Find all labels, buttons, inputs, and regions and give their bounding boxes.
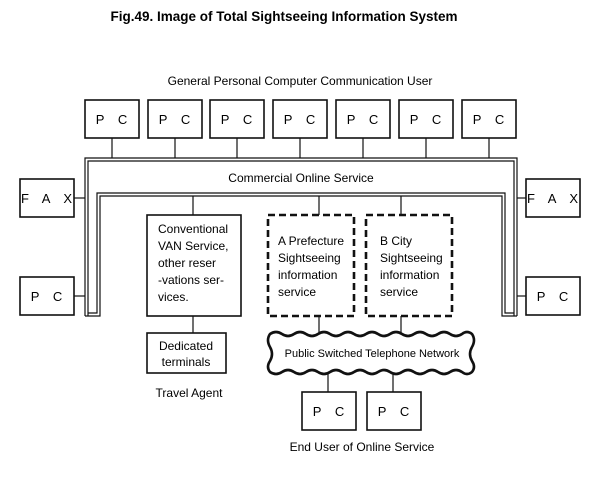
van-service-line: VAN Service,: [158, 239, 228, 253]
fax-box-right: [525, 178, 581, 218]
pc-box-top-6: [398, 99, 454, 139]
city-service-box: [364, 213, 454, 318]
van-service-line: -vations ser-: [158, 273, 224, 287]
end-user-label: End User of Online Service: [290, 440, 435, 454]
van-service-line: other reser: [158, 256, 216, 270]
city-line: B City: [380, 234, 412, 248]
prefecture-line: A Prefecture: [278, 234, 344, 248]
city-line: Sightseeing: [380, 251, 443, 265]
pc-box-bottom-2: [366, 391, 422, 431]
dedicated-terminals-box: [146, 332, 227, 374]
fax-label: F A X: [21, 191, 77, 206]
fax-label: F A X: [527, 191, 583, 206]
pc-label: P C: [378, 404, 414, 419]
pc-label: P C: [347, 112, 383, 127]
van-service-box: [146, 214, 242, 317]
pc-label: P C: [313, 404, 349, 419]
commercial-service-channel: [84, 157, 518, 317]
pc-label: P C: [537, 289, 573, 304]
prefecture-line: service: [278, 285, 316, 299]
prefecture-line: Sightseeing: [278, 251, 341, 265]
van-service-line: vices.: [158, 290, 189, 304]
van-service-line: Conventional: [158, 222, 228, 236]
pc-label: P C: [410, 112, 446, 127]
travel-agent-label: Travel Agent: [156, 386, 224, 400]
pc-label: P C: [159, 112, 195, 127]
dedicated-terminals-line: terminals: [162, 355, 211, 369]
pc-label: P C: [221, 112, 257, 127]
user-group-label: General Personal Computer Communication …: [168, 74, 433, 88]
pc-label: P C: [284, 112, 320, 127]
prefecture-line: information: [278, 268, 337, 282]
pc-label: P C: [31, 289, 67, 304]
city-line: service: [380, 285, 418, 299]
prefecture-service-box: [266, 213, 356, 318]
pc-label: P C: [96, 112, 132, 127]
pc-box-top-1: [84, 99, 140, 139]
pc-label: P C: [473, 112, 509, 127]
figure-title: Fig.49. Image of Total Sightseeing Infor…: [110, 9, 457, 24]
pc-box-top-4: [272, 99, 328, 139]
commercial-service-label: Commercial Online Service: [228, 171, 374, 185]
pstn-box: [266, 330, 476, 376]
pc-box-bottom-1: [301, 391, 357, 431]
pstn-label: Public Switched Telephone Network: [285, 348, 460, 360]
city-line: information: [380, 268, 439, 282]
dedicated-terminals-line: Dedicated: [159, 339, 213, 353]
pc-box-left: [19, 276, 75, 316]
